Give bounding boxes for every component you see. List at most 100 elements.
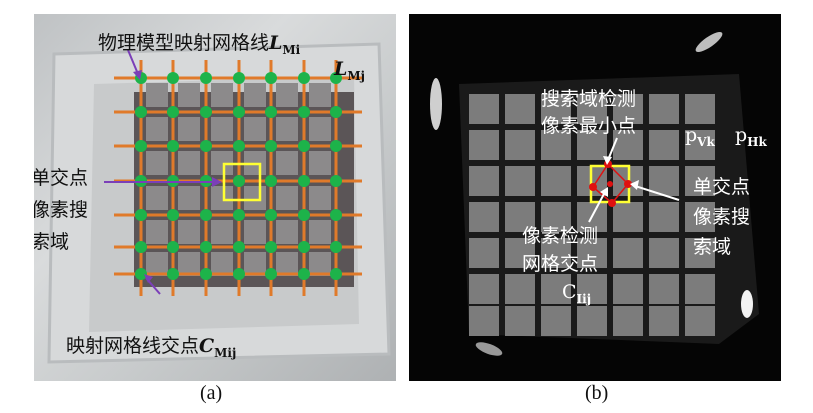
caption-a: (a) bbox=[200, 382, 223, 404]
grid-cell bbox=[541, 94, 571, 124]
grid-cell bbox=[505, 306, 535, 336]
grid-cell bbox=[541, 202, 571, 232]
grid-cell bbox=[685, 130, 715, 160]
grid-cell bbox=[613, 130, 643, 160]
grid-cell bbox=[685, 274, 715, 304]
grid-node bbox=[135, 140, 147, 152]
label-grid-line-lmj: LMj bbox=[334, 58, 365, 83]
label-detected-grid-point: 像素检测 网格交点 CIij bbox=[522, 225, 599, 306]
grid-cell bbox=[685, 94, 715, 124]
grid-cell bbox=[577, 130, 607, 160]
grid-node bbox=[135, 241, 147, 253]
grid-cell bbox=[505, 238, 535, 268]
grid-node bbox=[265, 72, 277, 84]
label-single-cross-search-a: 单交点 像素搜 索域 bbox=[34, 167, 89, 253]
grid-cell bbox=[505, 130, 535, 160]
grid-cell bbox=[469, 238, 499, 268]
grid-node bbox=[200, 106, 212, 118]
grid-node bbox=[135, 106, 147, 118]
grid-node bbox=[135, 268, 147, 280]
grid-cell bbox=[613, 94, 643, 124]
grid-cell bbox=[469, 306, 499, 336]
label-single-cross-search-b: 单交点 像素搜 索域 bbox=[693, 176, 751, 258]
grid-cell bbox=[469, 130, 499, 160]
grid-node bbox=[298, 106, 310, 118]
grid-node bbox=[265, 175, 277, 187]
grid-cell bbox=[613, 202, 643, 232]
grid-cell bbox=[613, 238, 643, 268]
grid-node bbox=[330, 106, 342, 118]
grid-cell bbox=[649, 130, 679, 160]
grid-node bbox=[167, 106, 179, 118]
grid-node bbox=[298, 72, 310, 84]
grid-node bbox=[265, 268, 277, 280]
grid-overlay-a bbox=[47, 42, 391, 364]
grid-node bbox=[265, 209, 277, 221]
grid-cell bbox=[577, 274, 607, 304]
grid-overlay-b bbox=[430, 31, 759, 356]
grid-cell bbox=[649, 202, 679, 232]
grid-cell bbox=[685, 306, 715, 336]
grid-node bbox=[298, 209, 310, 221]
grid-cell bbox=[577, 94, 607, 124]
grid-node bbox=[233, 140, 245, 152]
grid-node bbox=[167, 268, 179, 280]
grid-cell bbox=[649, 238, 679, 268]
grid-node bbox=[167, 72, 179, 84]
grid-cell bbox=[505, 202, 535, 232]
arrow-grid-line-a bbox=[127, 49, 139, 75]
grid-node bbox=[265, 140, 277, 152]
grid-node bbox=[200, 241, 212, 253]
grid-node bbox=[298, 140, 310, 152]
grid-cell bbox=[505, 94, 535, 124]
grid-cell bbox=[613, 274, 643, 304]
grid-node bbox=[330, 268, 342, 280]
grid-cell bbox=[577, 238, 607, 268]
grid-node bbox=[233, 241, 245, 253]
caption-b: (b) bbox=[585, 382, 609, 404]
grid-cell bbox=[649, 94, 679, 124]
grid-node bbox=[233, 106, 245, 118]
grid-node bbox=[200, 209, 212, 221]
grid-node bbox=[200, 268, 212, 280]
search-box-a bbox=[222, 162, 262, 202]
grid-cell bbox=[505, 274, 535, 304]
grid-node bbox=[330, 72, 342, 84]
grid-node bbox=[330, 175, 342, 187]
grid-node bbox=[298, 268, 310, 280]
grid-node bbox=[298, 175, 310, 187]
label-pvk: pVk bbox=[685, 124, 715, 149]
physical-model-photo: 物理模型映射网格线LMi LMj 单交点 像素搜 索域 映射网格线交点CMij bbox=[34, 14, 396, 381]
grid-cell bbox=[541, 166, 571, 196]
grid-node bbox=[330, 140, 342, 152]
detection-image: 搜索域检测 像素最小点 pVk pHk 单交点 像素搜 索域 像素检测 网格交点… bbox=[409, 14, 781, 381]
grid-cell bbox=[505, 166, 535, 196]
label-physical-grid-line: 物理模型映射网格线LMi bbox=[98, 32, 301, 57]
grid-cell bbox=[541, 238, 571, 268]
grid-cell bbox=[541, 306, 571, 336]
grid-node bbox=[330, 209, 342, 221]
grid-node bbox=[200, 72, 212, 84]
grid-node bbox=[200, 140, 212, 152]
grid-node bbox=[265, 241, 277, 253]
grid-cell bbox=[577, 306, 607, 336]
grid-node bbox=[298, 241, 310, 253]
grid-cell bbox=[469, 166, 499, 196]
grid-cell bbox=[649, 306, 679, 336]
grid-cell bbox=[469, 274, 499, 304]
grid-cell bbox=[685, 166, 715, 196]
grid-node bbox=[167, 209, 179, 221]
label-phk: pHk bbox=[735, 124, 767, 149]
grid-node bbox=[233, 72, 245, 84]
grid-node bbox=[330, 241, 342, 253]
grid-node bbox=[167, 140, 179, 152]
grid-cell bbox=[541, 274, 571, 304]
grid-cell bbox=[613, 306, 643, 336]
grid-node bbox=[233, 268, 245, 280]
grid-cell bbox=[649, 274, 679, 304]
grid-node bbox=[265, 106, 277, 118]
grid-node bbox=[135, 209, 147, 221]
label-min-pixel-point: 搜索域检测 像素最小点 bbox=[541, 88, 637, 137]
grid-cell bbox=[685, 238, 715, 268]
grid-node bbox=[233, 175, 245, 187]
